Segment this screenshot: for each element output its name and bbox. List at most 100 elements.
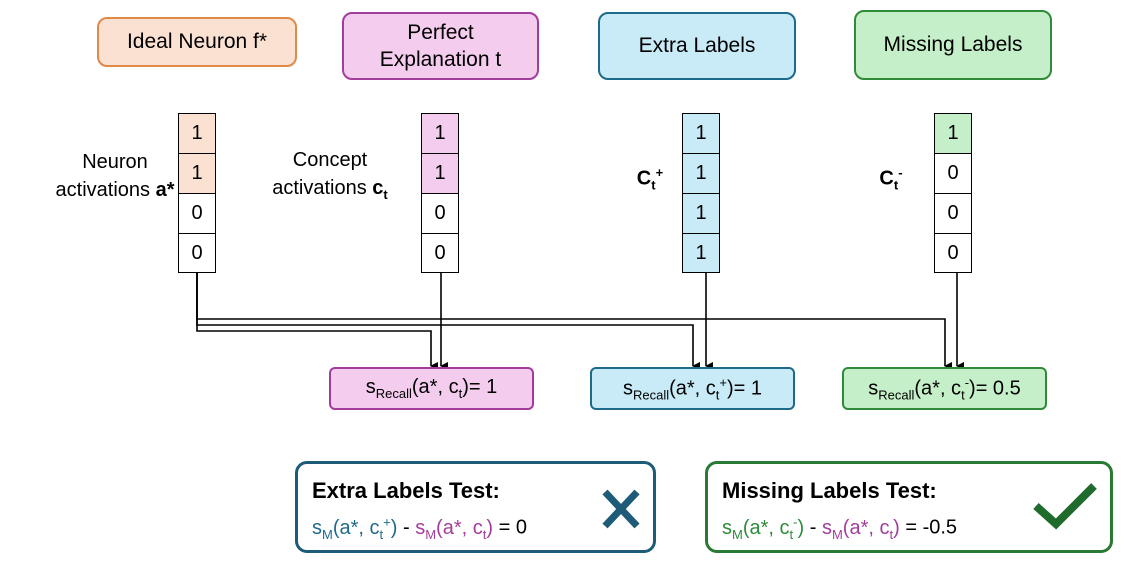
vector-cell: 1 (935, 113, 971, 153)
neuron-activations-line1: Neuron (82, 151, 148, 173)
eq-result: = 0 (493, 516, 527, 539)
check-icon (1033, 483, 1097, 530)
vector-cell: 1 (683, 233, 719, 273)
eq-minus: - (397, 516, 416, 539)
result-extra-argsup: + (719, 374, 727, 390)
result-perfect-recall: sRecall(a*, ct)= 1 (329, 367, 534, 410)
header-ideal-neuron-label: Ideal Neuron f* (126, 30, 268, 54)
eq-term: s (415, 516, 426, 539)
vector-cell: 0 (935, 193, 971, 233)
result-missing-tail: )= 0.5 (969, 377, 1021, 400)
eq-term: t (789, 526, 794, 542)
result-extra-argsub: t (715, 387, 720, 403)
header-missing-labels: Missing Labels (854, 10, 1052, 80)
header-perfect-explanation-line2: Explanation t (379, 48, 502, 71)
eq-term: ) (797, 516, 805, 539)
eq-minus: - (804, 516, 822, 539)
result-missing-argsup: - (964, 374, 970, 390)
vector-cell: 1 (683, 153, 719, 193)
eq-term: M (732, 526, 743, 542)
header-ideal-neuron: Ideal Neuron f* (97, 17, 297, 67)
vector-cell: 1 (422, 113, 458, 153)
result-perfect-tail: )= 1 (462, 376, 498, 398)
eq-term: (a*, c (842, 516, 890, 539)
missing-labels-test-title: Missing Labels Test: (722, 478, 937, 503)
eq-term: s (312, 516, 322, 539)
missing-labels-test-equation: sM(a*, ct-) - sM(a*, ct) = -0.5 (722, 514, 957, 542)
result-missing-recall: sRecall(a*, ct-)= 0.5 (842, 367, 1047, 410)
vector-cell: 1 (422, 153, 458, 193)
result-extra-args: (a*, c (669, 377, 716, 400)
eq-term: (a*, c (742, 516, 790, 539)
ct-minus-sub: t (893, 177, 899, 193)
concept-activations-subscript: t (383, 187, 388, 202)
missing-labels-vector: 1 0 0 0 (934, 113, 972, 273)
eq-term: (a*, c (332, 516, 380, 539)
concept-activations-line2: activations (272, 177, 373, 199)
eq-term: + (383, 514, 391, 529)
neuron-activation-vector: 1 1 0 0 (178, 113, 216, 273)
result-perfect-args: (a*, c (411, 376, 459, 398)
vector-cell: 0 (935, 233, 971, 273)
result-extra-recall: sRecall(a*, ct+)= 1 (590, 367, 795, 410)
eq-term: t (379, 526, 384, 542)
result-missing-sub: Recall (878, 387, 915, 403)
eq-term: M (831, 526, 843, 542)
vector-cell: 0 (935, 153, 971, 193)
missing-labels-test: Missing Labels Test: sM(a*, ct-) - sM(a*… (705, 461, 1113, 553)
eq-term: ) (486, 516, 494, 539)
header-missing-labels-label: Missing Labels (883, 33, 1023, 57)
concept-activations-label: Concept activations ct (255, 146, 405, 209)
vector-cell: 1 (683, 193, 719, 233)
header-perfect-explanation-line1: Perfect (407, 20, 474, 44)
result-missing-args: (a*, c (914, 377, 962, 400)
header-perfect-explanation: Perfect Explanation t (342, 12, 539, 80)
ct-minus-label: Ct- (866, 159, 916, 200)
ct-minus-sup: - (898, 165, 903, 180)
ct-plus-base: C (636, 167, 652, 190)
eq-term: s (722, 516, 732, 539)
header-extra-labels-label: Extra Labels (638, 34, 756, 58)
eq-term: t (482, 526, 487, 542)
vector-cell: 1 (179, 113, 215, 153)
eq-term: ) (390, 516, 398, 539)
vector-cell: 0 (179, 193, 215, 233)
extra-labels-test-title: Extra Labels Test: (312, 478, 500, 503)
header-extra-labels: Extra Labels (598, 12, 796, 80)
eq-term: M (322, 526, 333, 542)
neuron-activations-symbol: a* (155, 179, 175, 201)
extra-labels-vector: 1 1 1 1 (682, 113, 720, 273)
neuron-activations-line2: activations (55, 179, 156, 201)
concept-activation-vector: 1 1 0 0 (421, 113, 459, 273)
result-perfect-sub: Recall (375, 386, 412, 401)
result-extra-tail: )= 1 (727, 377, 763, 400)
ct-plus-label: Ct+ (625, 159, 675, 200)
neuron-activations-label: Neuron activations a* (40, 148, 190, 204)
vector-cell: 1 (683, 113, 719, 153)
eq-term: M (425, 526, 437, 542)
eq-term: s (821, 516, 832, 539)
result-perfect-argsub: t (458, 386, 463, 401)
ct-plus-sup: + (655, 165, 664, 180)
cross-icon (602, 489, 640, 529)
result-extra-sub: Recall (632, 387, 670, 403)
result-extra-s: s (622, 377, 633, 400)
ct-plus-sub: t (651, 177, 656, 193)
concept-activations-symbol: c (372, 177, 384, 199)
vector-cell: 0 (422, 193, 458, 233)
extra-labels-test: Extra Labels Test: sM(a*, ct+) - sM(a*, … (295, 461, 656, 553)
eq-result: = -0.5 (899, 516, 958, 539)
result-missing-s: s (868, 377, 879, 400)
vector-cell: 1 (179, 153, 215, 193)
ct-minus-base: C (879, 167, 894, 190)
concept-activations-line1: Concept (292, 149, 368, 171)
vector-cell: 0 (422, 233, 458, 273)
wire-neuron-to-missing (196, 273, 952, 370)
vector-cell: 0 (179, 233, 215, 273)
eq-term: t (889, 526, 894, 542)
result-perfect-s: s (365, 376, 376, 398)
eq-term: (a*, c (436, 516, 483, 539)
eq-term: ) (893, 516, 900, 539)
eq-term: - (793, 514, 798, 529)
